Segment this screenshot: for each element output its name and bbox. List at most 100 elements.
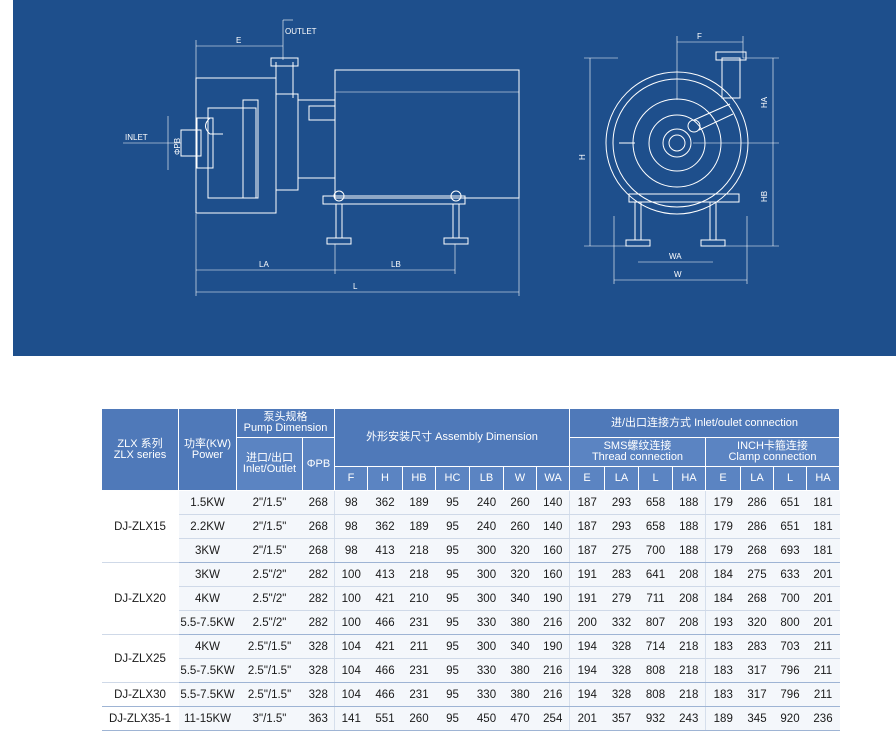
assembly-cell: 160 [536, 562, 570, 587]
assembly-cell: 140 [536, 490, 570, 515]
assembly-cell: 362 [367, 490, 403, 515]
power-cell: 2.2KW [178, 514, 237, 539]
sms-cell: 658 [638, 514, 673, 539]
base-rail [322, 195, 466, 205]
sms-cell: 218 [672, 634, 706, 659]
sms-cell: 328 [604, 658, 639, 683]
sms-cell: 283 [604, 562, 639, 587]
inch-cell: 183 [705, 682, 741, 707]
sms-cell: 711 [638, 586, 673, 611]
inlet-outlet-cell: 2"/1.5" [236, 490, 303, 515]
inlet-outlet-cell: 2.5"/2" [236, 562, 303, 587]
pb-cell: 268 [302, 490, 335, 515]
header-col-hc: HC [435, 466, 470, 491]
assembly-cell: 380 [503, 682, 537, 707]
power-cell: 3KW [178, 538, 237, 563]
sms-cell: 188 [672, 538, 706, 563]
model-cell: DJ-ZLX30 [101, 682, 179, 707]
pb-cell: 328 [302, 658, 335, 683]
assembly-cell: 231 [402, 610, 436, 635]
assembly-cell: 260 [503, 490, 537, 515]
assembly-cell: 421 [367, 634, 403, 659]
assembly-cell: 95 [435, 634, 470, 659]
assembly-cell: 95 [435, 658, 470, 683]
assembly-cell: 95 [435, 514, 470, 539]
assembly-cell: 189 [402, 490, 436, 515]
inch-cell: 193 [705, 610, 741, 635]
sms-cell: 191 [569, 562, 605, 587]
assembly-cell: 300 [469, 634, 504, 659]
technical-drawing-panel: OUTLET INLET ΦPB E LA LB L F H HA HB WA … [13, 0, 896, 356]
inch-cell: 345 [740, 706, 774, 731]
assembly-cell: 95 [435, 610, 470, 635]
assembly-cell: 100 [334, 610, 368, 635]
inlet-port [687, 119, 701, 133]
left-foot [326, 190, 352, 245]
power-cell: 4KW [178, 634, 237, 659]
inlet-outlet-cell: 3"/1.5" [236, 706, 303, 731]
assembly-cell: 300 [469, 586, 504, 611]
assembly-cell: 210 [402, 586, 436, 611]
power-cell: 5.5-7.5KW [178, 610, 237, 635]
assembly-cell: 190 [536, 634, 570, 659]
assembly-cell: 362 [367, 514, 403, 539]
power-cell: 5.5-7.5KW [178, 682, 237, 707]
header-col-f: F [334, 466, 368, 491]
sms-cell: 807 [638, 610, 673, 635]
header-inch-col-l: L [773, 466, 807, 491]
inch-cell: 179 [705, 490, 741, 515]
sms-cell: 328 [604, 634, 639, 659]
assembly-cell: 104 [334, 682, 368, 707]
assembly-cell: 240 [469, 514, 504, 539]
inch-cell: 189 [705, 706, 741, 731]
header-inch-col-e: E [705, 466, 741, 491]
assembly-cell: 104 [334, 634, 368, 659]
inch-cell: 183 [705, 658, 741, 683]
pb-cell: 363 [302, 706, 335, 731]
inch-cell: 286 [740, 514, 774, 539]
inch-cell: 181 [806, 490, 840, 515]
header-inlet-outlet: 进口/出口 Inlet/Outlet [236, 437, 303, 491]
sms-cell: 208 [672, 562, 706, 587]
inlet-outlet-cell: 2.5"/1.5" [236, 682, 303, 707]
sms-cell: 194 [569, 658, 605, 683]
sms-cell: 328 [604, 682, 639, 707]
label-w: W [674, 270, 682, 279]
label-inlet: INLET [125, 133, 148, 142]
assembly-cell: 260 [503, 514, 537, 539]
header-inch-col-ha: HA [806, 466, 840, 491]
assembly-cell: 95 [435, 682, 470, 707]
inch-cell: 179 [705, 514, 741, 539]
inch-cell: 201 [806, 562, 840, 587]
assembly-cell: 340 [503, 586, 537, 611]
inch-cell: 211 [806, 634, 840, 659]
pb-cell: 268 [302, 538, 335, 563]
inch-cell: 201 [806, 610, 840, 635]
inch-cell: 800 [773, 610, 807, 635]
assembly-cell: 300 [469, 562, 504, 587]
header-sms-col-la: LA [604, 466, 639, 491]
power-cell: 4KW [178, 586, 237, 611]
pb-cell: 328 [302, 682, 335, 707]
specification-table: ZLX 系列 ZLX series 功率(KW) Power 泵头规格 Pump… [101, 408, 840, 731]
front-base [628, 193, 740, 203]
label-pb: ΦPB [173, 138, 182, 155]
sms-cell: 279 [604, 586, 639, 611]
inch-cell: 286 [740, 490, 774, 515]
assembly-cell: 450 [469, 706, 504, 731]
label-outlet: OUTLET [285, 27, 317, 36]
sms-cell: 218 [672, 658, 706, 683]
assembly-cell: 190 [536, 586, 570, 611]
assembly-cell: 100 [334, 586, 368, 611]
inch-cell: 181 [806, 514, 840, 539]
drawing-labels: OUTLET INLET ΦPB E LA LB L F H HA HB WA … [125, 27, 769, 291]
label-f: F [697, 32, 702, 41]
assembly-cell: 141 [334, 706, 368, 731]
model-cell: DJ-ZLX15 [101, 490, 179, 563]
power-cell: 5.5-7.5KW [178, 658, 237, 683]
label-hb: HB [760, 191, 769, 202]
header-sms-col-e: E [569, 466, 605, 491]
